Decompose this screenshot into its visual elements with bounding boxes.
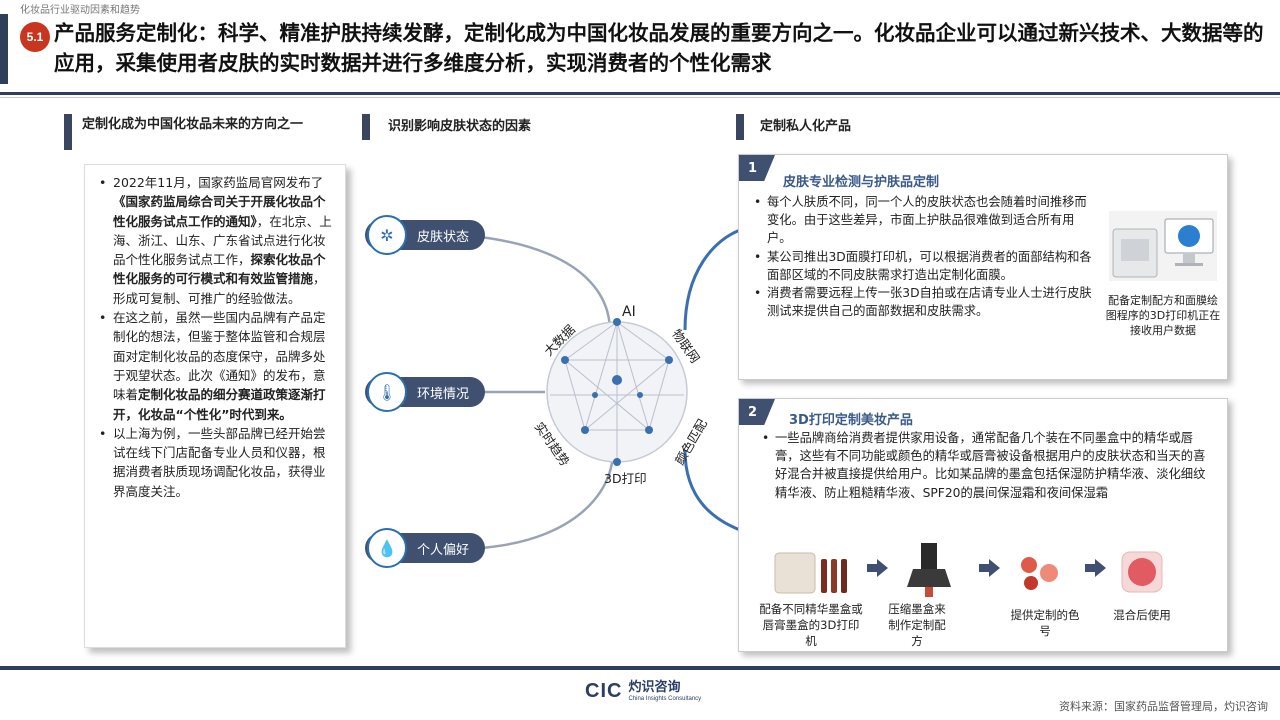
card-2-subtitle: 3D打印定制美妆产品: [789, 413, 913, 428]
3d-printer-image: [1109, 211, 1217, 281]
left-card: 2022年11月，国家药监局官网发布了《国家药监局综合司关于开展化妆品个性化服务…: [84, 164, 346, 648]
step-2-cartridge-image: [907, 543, 951, 597]
factor-environment-label: 环境情况: [417, 386, 470, 402]
source-note: 资料来源：国家药品监督管理局，灼识咨询: [1059, 700, 1268, 713]
bullet-text: ，在北京、上海、浙江、山东、广东省试点进行化妆品个性化服务试点工作，: [113, 213, 332, 268]
left-bullet-item: 以上海为例，一些头部品牌已经开始尝试在线下门店配备专业人员和仪器，根据消费者肤质…: [95, 424, 335, 501]
card-2-bullet: 一些品牌商给消费者提供家用设备，通常配备几个装在不同墨盒中的精华或唇膏，这些有不…: [759, 429, 1209, 502]
product-card-1: 1 皮肤专业检测与护肤品定制 每个人肤质不同，同一个人的皮肤状态也会随着时间推移…: [738, 154, 1228, 380]
factor-preference: 个人偏好 💧: [365, 528, 485, 568]
product-card-2: 2 3D打印定制美妆产品 一些品牌商给消费者提供家用设备，通常配备几个装在不同墨…: [738, 398, 1228, 652]
connector-card2: [683, 449, 740, 532]
left-bullet-list: 2022年11月，国家药监局官网发布了《国家药监局综合司关于开展化妆品个性化服务…: [95, 173, 335, 501]
bullet-text: 2022年11月，国家药监局官网发布了: [113, 175, 324, 190]
right-section-bar: [736, 114, 744, 140]
bullet-text-bold: 定制化妆品的细分赛道政策逐渐打开，化妆品“个性化”时代到来。: [113, 387, 326, 422]
thermometer-icon: 🌡: [367, 372, 407, 412]
drop-icon: 💧: [367, 528, 407, 568]
section-badge: 5.1: [20, 22, 50, 52]
factor-skin: 皮肤状态 ✲: [365, 215, 485, 255]
left-section-title: 定制化成为中国化妆品未来的方向之一: [82, 117, 304, 132]
header-divider: [0, 92, 1280, 95]
circle-label-ai: AI: [622, 304, 636, 320]
card-1-subtitle: 皮肤专业检测与护肤品定制: [783, 175, 940, 190]
step-1-caption: 配备不同精华墨盒或唇膏墨盒的3D打印机: [759, 602, 863, 648]
card-1-bullet: 消费者需要远程上传一张3D自拍或在店请专业人士进行皮肤测试来提供自己的面部数据和…: [751, 284, 1093, 320]
skin-icon: ✲: [367, 215, 407, 255]
factor-diagram: [479, 228, 740, 550]
middle-section-title: 识别影响皮肤状态的因素: [388, 119, 532, 134]
step-2-caption: 压缩墨盒来制作定制配方: [888, 602, 946, 648]
step-4-caption: 混合后使用: [1113, 608, 1171, 622]
breadcrumb: 化妆品行业驱动因素和趋势: [20, 5, 140, 16]
factor-preference-label: 个人偏好: [417, 542, 470, 558]
card-2-number: 2: [739, 399, 775, 425]
header-accent-bar: [0, 14, 8, 84]
step-arrow-2: [979, 559, 1000, 577]
step-4-mix-image: [1121, 551, 1163, 593]
factor-skin-label: 皮肤状态: [417, 229, 470, 245]
step-3-color-image: [1021, 557, 1058, 590]
logo-mark: CIC: [585, 680, 623, 702]
card-2-bullets: 一些品牌商给消费者提供家用设备，通常配备几个装在不同墨盒中的精华或唇膏，这些有不…: [759, 429, 1209, 502]
bullet-text: ，形成可复制、可推广的经验做法。: [113, 271, 326, 306]
circle-label-3dprint: 3D打印: [604, 471, 647, 486]
step-1-printer-image: [774, 552, 847, 594]
bullet-text: 以上海为例，一些头部品牌已经开始尝试在线下门店配备专业人员和仪器，根据消费者肤质…: [113, 425, 326, 499]
left-bullet-item: 在这之前，虽然一些国内品牌有产品定制化的想法，但鉴于整体监管和合规层面对定制化妆…: [95, 308, 335, 424]
middle-section-bar: [362, 114, 370, 140]
bullet-text: 在这之前，虽然一些国内品牌有产品定制化的想法，但鉴于整体监管和合规层面对定制化妆…: [113, 310, 326, 403]
page-title: 产品服务定制化：科学、精准护肤持续发酵，定制化成为中国化妆品发展的重要方向之一。…: [54, 21, 1264, 75]
footer-logo: CIC 灼识咨询 China Insights Consultancy: [585, 680, 701, 703]
logo-name-cn: 灼识咨询: [628, 680, 681, 695]
card-1-bullets: 每个人肤质不同，同一个人的皮肤状态也会随着时间推移而变化。由于这些差异，市面上护…: [751, 193, 1093, 320]
bullet-text-bold: 探索化妆品个性化服务的可行模式和有效监管措施: [113, 252, 326, 287]
step-3-caption: 提供定制的色号: [1010, 608, 1080, 638]
left-bullet-item: 2022年11月，国家药监局官网发布了《国家药监局综合司关于开展化妆品个性化服务…: [95, 173, 335, 308]
header-divider-thin: [0, 97, 1280, 98]
factor-environment: 环境情况 🌡: [365, 372, 485, 412]
right-section-title: 定制私人化产品: [760, 119, 852, 134]
left-section-bar: [64, 114, 72, 150]
card-1-image-caption: 配备定制配方和面膜绘图程序的3D打印机正在接收用户数据: [1105, 294, 1221, 337]
connector-card1: [683, 228, 740, 331]
step-arrow-3: [1085, 559, 1106, 577]
card-1-number: 1: [739, 155, 775, 181]
card-1-bullet: 每个人肤质不同，同一个人的皮肤状态也会随着时间推移而变化。由于这些差异，市面上护…: [751, 193, 1093, 248]
card-1-bullet: 某公司推出3D面膜打印机，可以根据消费者的面部结构和各面部区域的不同皮肤需求打造…: [751, 248, 1093, 284]
bullet-text-bold: 《国家药监局综合司关于开展化妆品个性化服务试点工作的通知》: [113, 194, 326, 229]
step-arrow-1: [867, 559, 888, 577]
logo-name-en: China Insights Consultancy: [628, 696, 702, 702]
footer-divider: [0, 666, 1280, 670]
